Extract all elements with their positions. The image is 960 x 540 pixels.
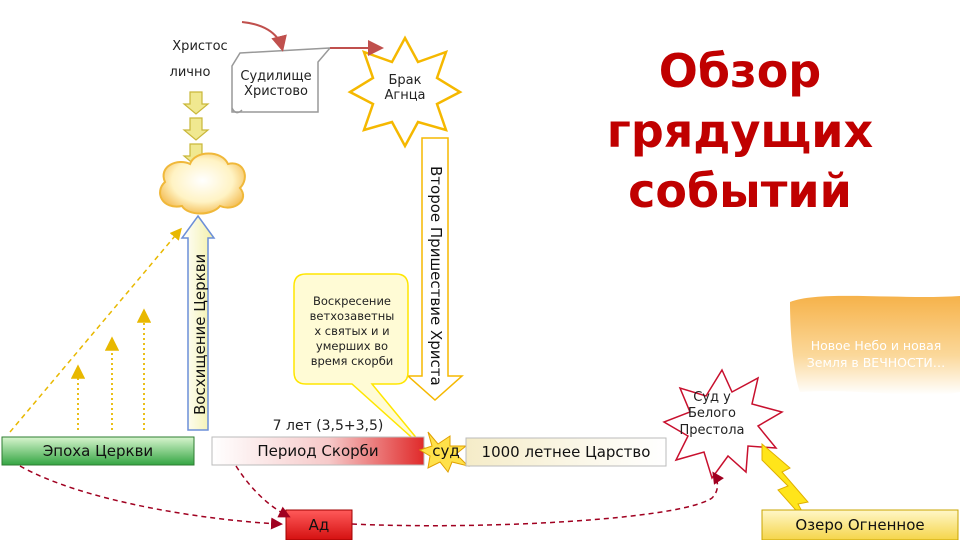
marriage-lamb-line1: Брак <box>388 73 422 88</box>
resurrection-label: Воскресение ветхозаветны х святых и и ум… <box>300 294 404 369</box>
white-throne-line: Суд у <box>693 390 731 405</box>
tribulation-box <box>211 436 425 466</box>
judgment-label: суд <box>432 442 460 460</box>
eternity-banner <box>790 295 960 395</box>
lake-fire-box <box>761 509 959 540</box>
arrow-tribulation-to-hades <box>235 465 291 518</box>
new-heaven-line1: Новое Небо и новая <box>810 338 942 353</box>
second-coming-label: Второе Пришествие Христа <box>427 166 445 386</box>
rapture-label: Восхищение Церкви <box>191 253 209 415</box>
judgment-seat-line2: Христово <box>244 83 308 99</box>
judgment-burst <box>418 431 470 473</box>
church-up-arrows <box>70 308 152 430</box>
rapture-arrow <box>180 214 216 431</box>
cloud-shape <box>159 152 246 215</box>
judgment-seat-line1: Судилище <box>240 69 312 84</box>
white-throne-burst <box>662 368 784 480</box>
resurrection-line: Воскресение <box>312 294 392 308</box>
lake-fire-label: Озеро Огненное <box>795 516 925 534</box>
resurrection-line: умерших во <box>315 338 389 353</box>
new-heaven-line2: Земля в ВЕЧНОСТИ… <box>806 354 946 370</box>
arrow-church-to-hades <box>19 465 283 530</box>
hades-label: Ад <box>308 516 330 534</box>
church-age-box <box>1 436 195 466</box>
millennium-box <box>465 437 667 467</box>
church-age-label: Эпоха Церкви <box>42 442 154 460</box>
tribulation-label: Период Скорби <box>257 442 379 460</box>
title-line1: Обзор грядущих <box>606 44 874 158</box>
resurrection-line: ветхозаветны <box>309 308 395 323</box>
sun-shape <box>347 35 463 149</box>
hades-box <box>285 509 353 540</box>
marriage-lamb-label: Брак Агнца <box>370 73 440 104</box>
white-throne-line: Белого <box>688 406 736 422</box>
resurrection-bubble <box>293 273 429 453</box>
christ-label: Христос <box>172 39 228 54</box>
title-line2: событий <box>628 163 852 218</box>
seven-years-label: 7 лет (3,5+3,5) <box>272 418 384 434</box>
marriage-lamb-line2: Агнца <box>384 87 426 103</box>
judgment-seat-label: Судилище Христово <box>236 69 316 100</box>
church-diagonal-arrow <box>9 227 182 433</box>
personally-label: лично <box>169 65 211 80</box>
second-coming-arrow <box>406 137 464 402</box>
resurrection-line: х святых и и <box>314 323 390 338</box>
resurrection-line: время скорби <box>310 353 394 368</box>
new-heaven-label: Новое Небо и новая Земля в ВЕЧНОСТИ… <box>796 338 956 372</box>
white-throne-line: Престола <box>679 422 745 438</box>
arrow-hades-to-throne <box>351 471 724 527</box>
curved-arrow-top <box>241 21 287 52</box>
white-throne-label: Суд у Белого Престола <box>672 390 752 439</box>
millennium-label: 1000 летнее Царство <box>481 443 651 461</box>
page-title: Обзор грядущих событий <box>520 42 960 221</box>
